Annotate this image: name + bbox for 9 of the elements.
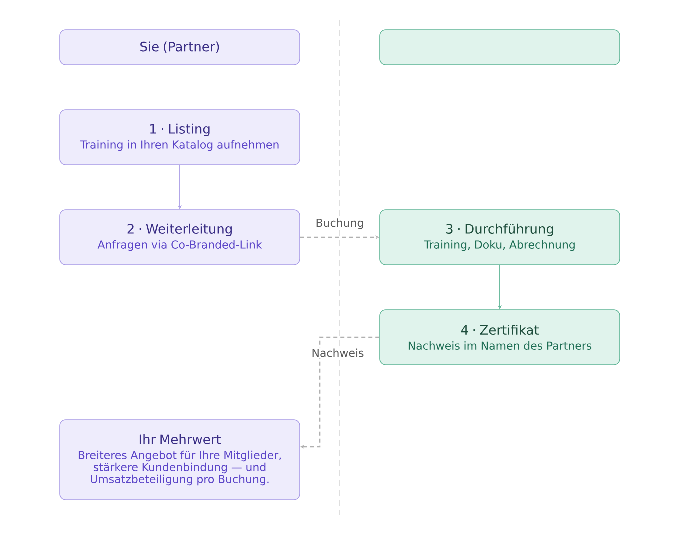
lane-header: Sie (Partner)	[60, 30, 300, 66]
step-box: 2 · Weiterleitung Anfragen via Co-Branded-Link	[60, 210, 300, 266]
step-box: 3 · Durchführung Training, Doku, Abrechnung	[380, 210, 620, 266]
edge-label: Nachweis	[310, 348, 366, 358]
step-box: 1 · Listing Training in Ihren Katalog aufnehmen	[60, 110, 300, 166]
edge-label: Buchung	[314, 218, 366, 230]
step-box: 4 · Zertifikat Nachweis im Namen des Partners	[380, 310, 620, 366]
empty-box	[380, 30, 620, 66]
step-box: Ihr Mehrwert Breiteres Angebot für Ihre Mitglieder, stärkere Kundenbindung — und Umsatzbeteiligung pro Buchung.	[60, 420, 300, 500]
